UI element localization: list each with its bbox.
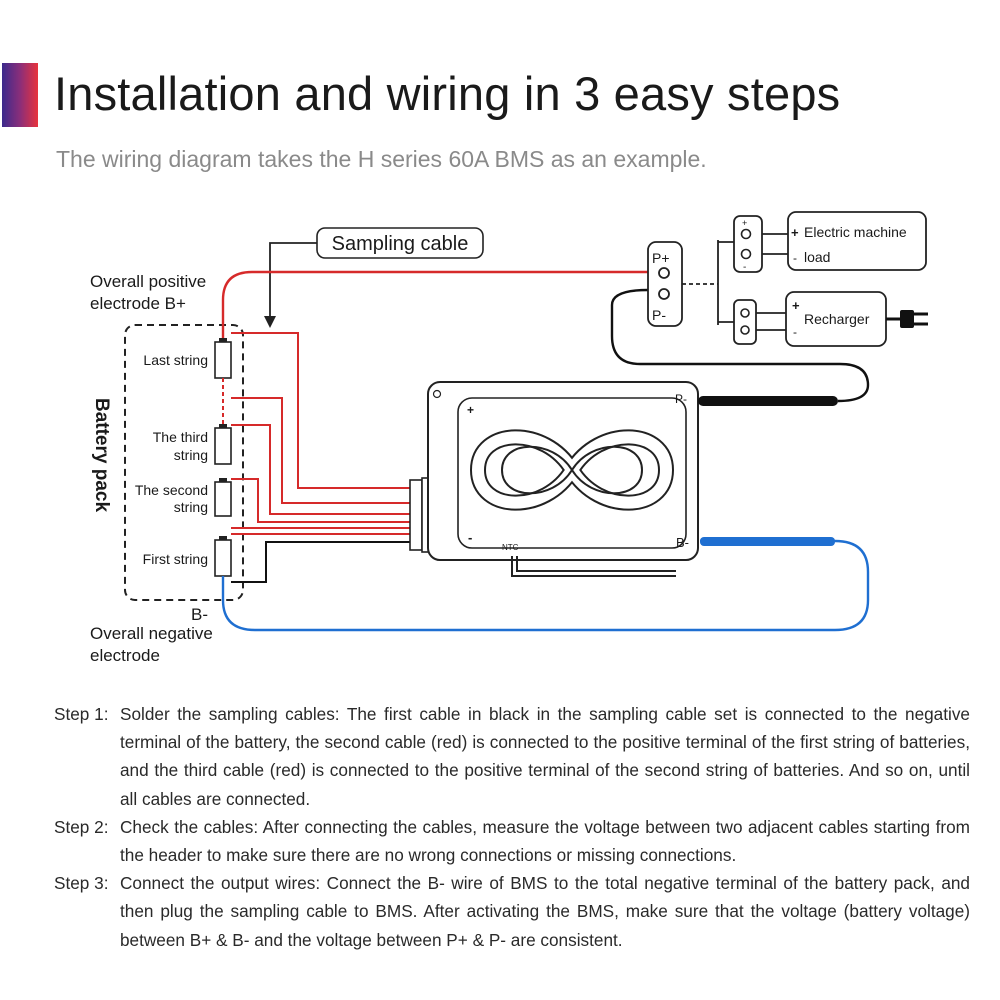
p-minus-wire [610, 288, 870, 403]
bms-plus-mark: + [467, 403, 474, 417]
load-connector: + - [733, 215, 763, 273]
positive-main-wire [221, 270, 648, 338]
page-subtitle: The wiring diagram takes the H series 60… [56, 146, 707, 172]
overall-negative-label-1: B- [191, 605, 208, 624]
recharger-minus-mark: - [793, 325, 797, 339]
step-3: Step 3: Connect the output wires: Connec… [54, 869, 970, 954]
wiring-diagram: Battery pack Last string The third strin… [90, 211, 928, 665]
step-2-text: Check the cables: After connecting the c… [120, 816, 970, 866]
bms-p-minus-label: P- [675, 392, 687, 406]
load-plus-mark: + [742, 218, 747, 228]
p-minus-label: P- [652, 307, 666, 323]
step-3-label: Step 3: [54, 873, 109, 894]
step-2-label: Step 2: [54, 816, 109, 837]
step-1: Step 1: Solder the sampling cables: The … [54, 700, 970, 813]
bms-b-minus-label: B- [676, 535, 689, 550]
battery-pack-label: Battery pack [91, 398, 112, 512]
string-label-second-2: string [174, 499, 208, 515]
ntc-wire [511, 556, 676, 577]
steps-list: Step 1: Solder the sampling cables: The … [54, 700, 970, 954]
string-label-first: First string [143, 551, 208, 567]
p-plus-label: P+ [652, 250, 670, 266]
machine-plus-mark: + [791, 225, 799, 240]
recharger-connector [733, 299, 757, 345]
overall-positive-label-1: Overall positive [90, 272, 206, 291]
string-label-third-2: string [174, 447, 208, 463]
step-1-label: Step 1: [54, 704, 109, 724]
bms-board: + - P- B- NTC [427, 381, 699, 561]
bms-minus-mark: - [468, 530, 472, 545]
electric-machine-label-1: Electric machine [804, 224, 907, 240]
overall-negative-label-2: Overall negative [90, 624, 213, 643]
cell-third-string [214, 424, 232, 465]
step-2: Step 2: Check the cables: After connecti… [54, 813, 970, 869]
recharger-label: Recharger [804, 311, 870, 327]
battery-pack-outline [124, 324, 244, 601]
load-minus-mark: - [743, 262, 746, 273]
overall-positive-label-2: electrode B+ [90, 294, 186, 313]
p-terminal-block: P+ P- [647, 241, 683, 327]
sampling-cable-callout: Sampling cable [264, 227, 484, 328]
string-label-last: Last string [143, 352, 208, 368]
cell-first-string [214, 536, 232, 577]
sampling-connector [409, 479, 423, 551]
cell-last-string [214, 338, 232, 379]
negative-main-wire [221, 539, 870, 632]
cell-second-string [214, 478, 232, 517]
electric-machine-label-2: load [804, 249, 830, 265]
string-label-third-1: The third [153, 429, 208, 445]
step-3-text: Connect the output wires: Connect the B-… [120, 873, 970, 950]
sampling-cable-label: Sampling cable [332, 233, 469, 255]
bms-ntc-label: NTC [502, 543, 519, 552]
p-minus-cable [698, 396, 838, 406]
recharger-box: + - Recharger [785, 291, 887, 347]
electric-machine-box: + Electric machine - load [787, 211, 927, 271]
page-title: Installation and wiring in 3 easy steps [54, 67, 841, 120]
machine-minus-mark: - [793, 251, 797, 265]
power-plug-icon [886, 310, 928, 328]
recharger-plus-mark: + [792, 298, 800, 313]
step-1-text: Solder the sampling cables: The first ca… [120, 704, 970, 809]
title-accent-bar [2, 63, 38, 127]
b-minus-cable [700, 537, 835, 546]
overall-negative-label-3: electrode [90, 646, 160, 665]
sampling-cable-wires [231, 332, 412, 583]
string-label-second-1: The second [135, 482, 208, 498]
